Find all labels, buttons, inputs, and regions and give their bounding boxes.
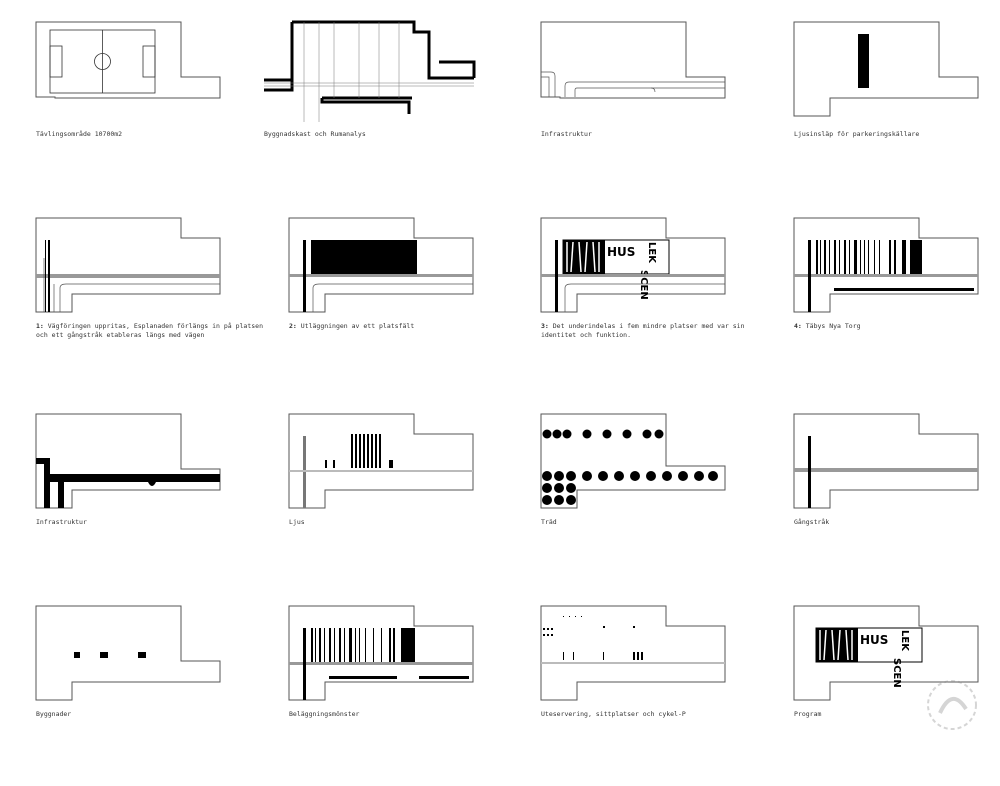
plaza-field <box>311 240 417 274</box>
site-plan-buildings-dots <box>35 605 221 701</box>
panel-infrastructure-1: Infrastruktur <box>540 21 741 202</box>
caption: Beläggningsmönster <box>289 710 360 718</box>
walkway-band <box>36 274 220 278</box>
paving-bars <box>311 628 415 662</box>
caption: 3: Det underindelas i fem mindre platser… <box>541 322 749 339</box>
svg-text:SCEN: SCEN <box>891 658 902 688</box>
light-slot <box>858 34 869 88</box>
barcode-pattern <box>816 240 922 274</box>
football-pitch <box>49 29 156 94</box>
caption: Träd <box>541 518 557 526</box>
site-plan-paving <box>288 605 474 701</box>
caption: Infrastruktur <box>36 518 87 526</box>
svg-text:SCEN: SCEN <box>638 270 649 300</box>
caption: Tävlingsområde 10700m2 <box>36 130 123 138</box>
caption: 1: Vägföringen uppritas, Esplanaden förl… <box>36 322 267 339</box>
caption: Program <box>794 710 822 718</box>
svg-text:HUS: HUS <box>607 245 635 259</box>
panel-building-analysis: Byggnadskast och Rumanalys <box>264 20 476 202</box>
grid-lines <box>264 22 474 122</box>
site-plan-walkway <box>793 413 979 509</box>
panel-walkway: Gångstråk <box>793 413 994 594</box>
panel-paving: Beläggningsmönster <box>288 605 489 786</box>
site-plan-trees <box>540 413 726 509</box>
site-plan-football <box>35 21 221 99</box>
panel-trees: Träd <box>540 413 741 594</box>
diagram-sheet: Tävlingsområde 10700m2 Byggnadskast och … <box>35 20 994 735</box>
watermark-icon <box>927 680 977 730</box>
site-plan-program: HUS SCEN LEK <box>793 605 979 701</box>
site-plan-step3: HUS SCEN LEK <box>540 217 726 313</box>
site-plan-step4 <box>793 217 979 313</box>
caption: Byggnader <box>36 710 72 718</box>
caption: 4: Täbys Nya Torg <box>794 322 861 330</box>
site-plan-seating <box>540 605 726 701</box>
site-plan-step1 <box>35 217 221 313</box>
caption: 2: Utläggningen av ett platsfält <box>289 322 415 330</box>
panel-light-intake: Ljusinsläp för parkeringskällare <box>793 21 994 202</box>
caption: Infrastruktur <box>541 130 592 138</box>
panel-light: Ljus <box>288 413 489 594</box>
panel-step-4: 4: Täbys Nya Torg <box>793 217 994 398</box>
site-plan-step2 <box>288 217 474 313</box>
panel-buildings: Byggnader <box>35 605 236 786</box>
building-pads <box>74 652 146 658</box>
program-block: HUS SCEN LEK <box>562 239 670 300</box>
panel-infrastructure-2: Infrastruktur <box>35 413 236 594</box>
walkway-strip <box>794 468 978 472</box>
panel-seating: Uteservering, sittplatser och cykel-P <box>540 605 741 786</box>
panel-step-1: 1: Vägföringen uppritas, Esplanaden förl… <box>35 217 263 398</box>
building-mass <box>264 20 476 114</box>
watermark-logo <box>922 675 992 735</box>
site-plan-infra-black <box>35 413 221 509</box>
light-bars <box>325 434 393 468</box>
site-plan-light <box>288 413 474 509</box>
caption: Gångstråk <box>794 518 830 526</box>
seating-marks <box>543 616 643 660</box>
site-plan-infra <box>540 21 726 99</box>
panel-program: HUS SCEN LEK Program <box>793 605 994 786</box>
road-network <box>36 458 220 508</box>
tree-dots <box>542 429 718 505</box>
walkway-ticks <box>45 240 50 312</box>
site-outline <box>35 21 221 99</box>
caption: Ljus <box>289 518 305 526</box>
panel-step-3: HUS SCEN LEK 3: Det underindelas i fem m… <box>540 217 745 398</box>
program-block-final: HUS SCEN LEK <box>815 627 923 688</box>
caption: Ljusinsläp för parkeringskällare <box>794 130 920 138</box>
site-plan-light-intake <box>793 21 979 117</box>
site-plan-buildings <box>264 20 476 122</box>
panel-competition-area: Tävlingsområde 10700m2 <box>35 21 236 202</box>
road-lines <box>541 71 725 97</box>
caption: Byggnadskast och Rumanalys <box>264 130 366 138</box>
svg-text:HUS: HUS <box>860 633 888 647</box>
svg-text:LEK: LEK <box>899 630 910 652</box>
caption: Uteservering, sittplatser och cykel-P <box>541 710 686 718</box>
svg-text:LEK: LEK <box>646 242 657 264</box>
panel-step-2: 2: Utläggningen av ett platsfält <box>288 217 489 398</box>
